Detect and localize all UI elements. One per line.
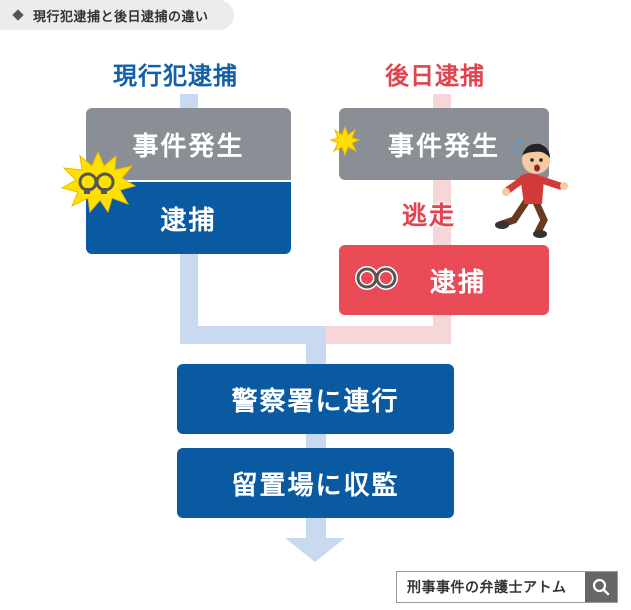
connector-left-horizontal (180, 326, 326, 344)
right-incident-box: 事件発生 (339, 108, 549, 180)
search-icon (592, 578, 610, 596)
search-text: 刑事事件の弁護士アトム (407, 580, 567, 596)
connector-left-down (180, 252, 198, 344)
diamond-icon (12, 9, 24, 21)
escape-label: 逃走 (402, 201, 457, 230)
connector-left-top (180, 94, 198, 110)
connector-right-horizontal (326, 326, 451, 344)
heading-gojitsu: 後日逮捕 (385, 62, 485, 90)
police-station-box: 警察署に連行 (177, 364, 454, 434)
handcuffs-icon (78, 172, 115, 194)
small-explosion-icon (329, 125, 361, 157)
left-incident-label: 事件発生 (132, 131, 245, 162)
left-arrest-label: 逮捕 (160, 205, 217, 236)
search-box[interactable]: 刑事事件の弁護士アトム (396, 571, 618, 603)
detention-box: 留置場に収監 (177, 448, 454, 518)
detention-label: 留置場に収監 (231, 470, 400, 501)
connector-center-mid (306, 434, 326, 450)
connector-right-top (433, 94, 451, 110)
right-incident-label: 事件発生 (387, 131, 500, 162)
connector-center-bottom (306, 516, 326, 540)
title-text: 現行犯逮捕と後日逮捕の違い (33, 9, 209, 25)
arrow-down-icon (285, 538, 345, 562)
left-incident-box: 事件発生 (86, 108, 291, 180)
connector-center-down (306, 326, 326, 366)
connector-right-mid (433, 180, 451, 246)
search-button[interactable] (585, 572, 617, 602)
handcuffs-icon-right (355, 266, 398, 290)
heading-genkouhan: 現行犯逮捕 (113, 62, 238, 90)
right-arrest-label: 逮捕 (429, 267, 486, 298)
police-station-label: 警察署に連行 (231, 386, 400, 417)
title-tag: 現行犯逮捕と後日逮捕の違い (0, 0, 234, 30)
running-man-icon (495, 139, 568, 238)
